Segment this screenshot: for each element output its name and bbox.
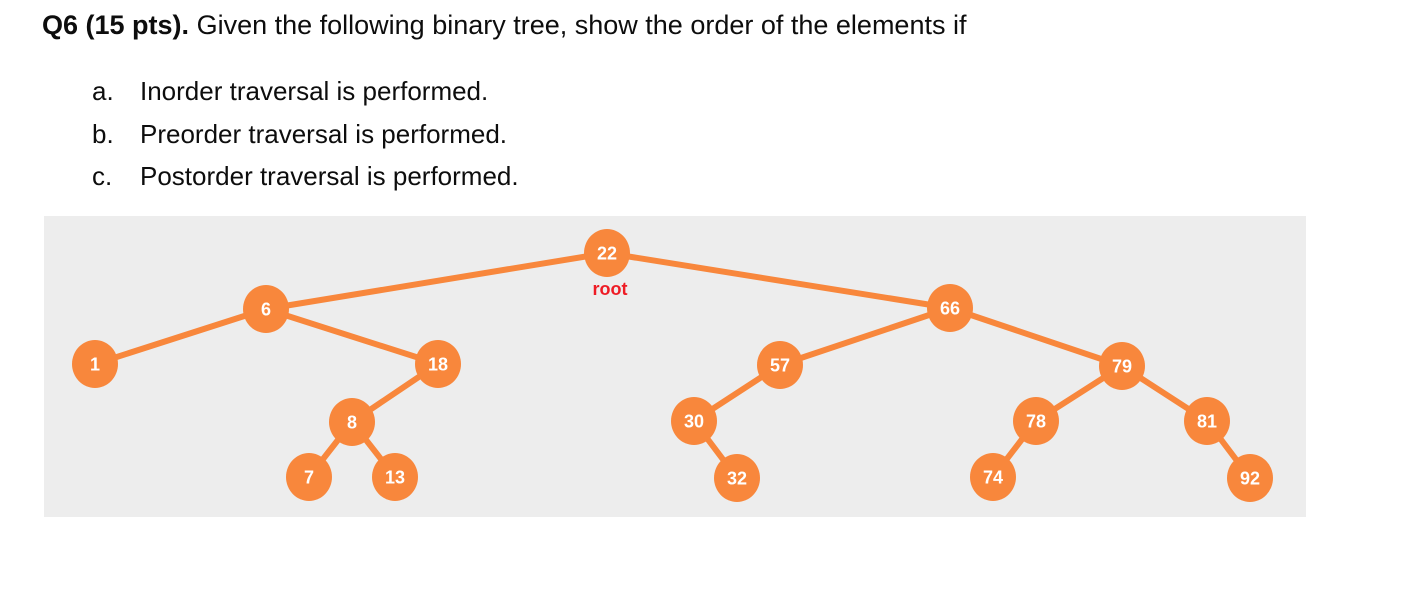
list-item-text: Inorder traversal is performed. bbox=[140, 76, 489, 106]
list-item-text: Postorder traversal is performed. bbox=[140, 161, 519, 191]
tree-node-circle bbox=[1099, 342, 1145, 390]
tree-node-circle bbox=[286, 453, 332, 501]
tree-node-1: 1 bbox=[72, 340, 118, 388]
question-title: Q6 (15 pts). Given the following binary … bbox=[42, 8, 966, 42]
tree-edge-66-57 bbox=[777, 305, 953, 368]
tree-node-circle bbox=[714, 454, 760, 502]
tree-node-circle bbox=[1184, 397, 1230, 445]
tree-node-circle bbox=[970, 453, 1016, 501]
tree-node-value: 18 bbox=[428, 355, 448, 375]
tree-node-value: 8 bbox=[347, 413, 357, 433]
tree-node-value: 6 bbox=[261, 300, 271, 320]
list-marker: c. bbox=[92, 161, 113, 191]
tree-node-value: 92 bbox=[1240, 469, 1260, 489]
tree-node-value: 1 bbox=[90, 355, 100, 375]
tree-node-57: 57 bbox=[757, 341, 803, 389]
root-label: root bbox=[593, 279, 628, 299]
tree-node-value: 30 bbox=[684, 412, 704, 432]
tree-node-92: 92 bbox=[1227, 454, 1273, 502]
tree-node-81: 81 bbox=[1184, 397, 1230, 445]
tree-node-66: 66 bbox=[927, 284, 973, 332]
tree-node-value: 81 bbox=[1197, 412, 1217, 432]
tree-node-value: 13 bbox=[385, 468, 405, 488]
tree-edge-22-6 bbox=[263, 250, 610, 312]
tree-edge-6-18 bbox=[263, 306, 441, 367]
tree-node-value: 78 bbox=[1026, 412, 1046, 432]
tree-node-value: 79 bbox=[1112, 357, 1132, 377]
tree-node-value: 74 bbox=[983, 468, 1003, 488]
tree-node-circle bbox=[72, 340, 118, 388]
tree-node-7: 7 bbox=[286, 453, 332, 501]
tree-node-32: 32 bbox=[714, 454, 760, 502]
tree-node-8: 8 bbox=[329, 398, 375, 446]
tree-node-circle bbox=[415, 340, 461, 388]
tree-node-circle bbox=[1227, 454, 1273, 502]
tree-node-circle bbox=[757, 341, 803, 389]
tree-node-30: 30 bbox=[671, 397, 717, 445]
tree-node-22: 22 bbox=[584, 229, 630, 277]
tree-edge-22-66 bbox=[604, 250, 953, 311]
list-item-inorder: a. Inorder traversal is performed. bbox=[92, 70, 519, 113]
tree-node-circle bbox=[329, 398, 375, 446]
tree-node-value: 32 bbox=[727, 469, 747, 489]
tree-node-79: 79 bbox=[1099, 342, 1145, 390]
list-marker: a. bbox=[92, 76, 114, 106]
tree-node-78: 78 bbox=[1013, 397, 1059, 445]
list-marker: b. bbox=[92, 118, 114, 149]
tree-node-circle bbox=[671, 397, 717, 445]
tree-edge-66-79 bbox=[947, 305, 1125, 369]
list-item-postorder: c. Postorder traversal is performed. bbox=[92, 155, 519, 198]
list-item-text: Preorder traversal is performed. bbox=[140, 118, 508, 149]
tree-node-18: 18 bbox=[415, 340, 461, 388]
tree-node-6: 6 bbox=[243, 285, 289, 333]
tree-node-value: 7 bbox=[304, 468, 314, 488]
question-number: Q6 (15 pts). bbox=[42, 10, 190, 40]
tree-node-value: 66 bbox=[940, 299, 960, 319]
tree-node-value: 57 bbox=[770, 356, 790, 376]
tree-node-value: 22 bbox=[597, 244, 617, 264]
tree-edge-6-1 bbox=[92, 306, 269, 367]
tree-node-74: 74 bbox=[970, 453, 1016, 501]
list-item-preorder: b. Preorder traversal is performed. bbox=[92, 113, 519, 156]
tree-node-circle bbox=[243, 285, 289, 333]
tree-node-circle bbox=[927, 284, 973, 332]
tree-node-circle bbox=[372, 453, 418, 501]
tree-node-circle bbox=[1013, 397, 1059, 445]
traversal-list: a. Inorder traversal is performed. b. Pr… bbox=[92, 70, 519, 198]
question-prompt: Given the following binary tree, show th… bbox=[196, 10, 967, 40]
tree-node-13: 13 bbox=[372, 453, 418, 501]
tree-node-circle bbox=[584, 229, 630, 277]
